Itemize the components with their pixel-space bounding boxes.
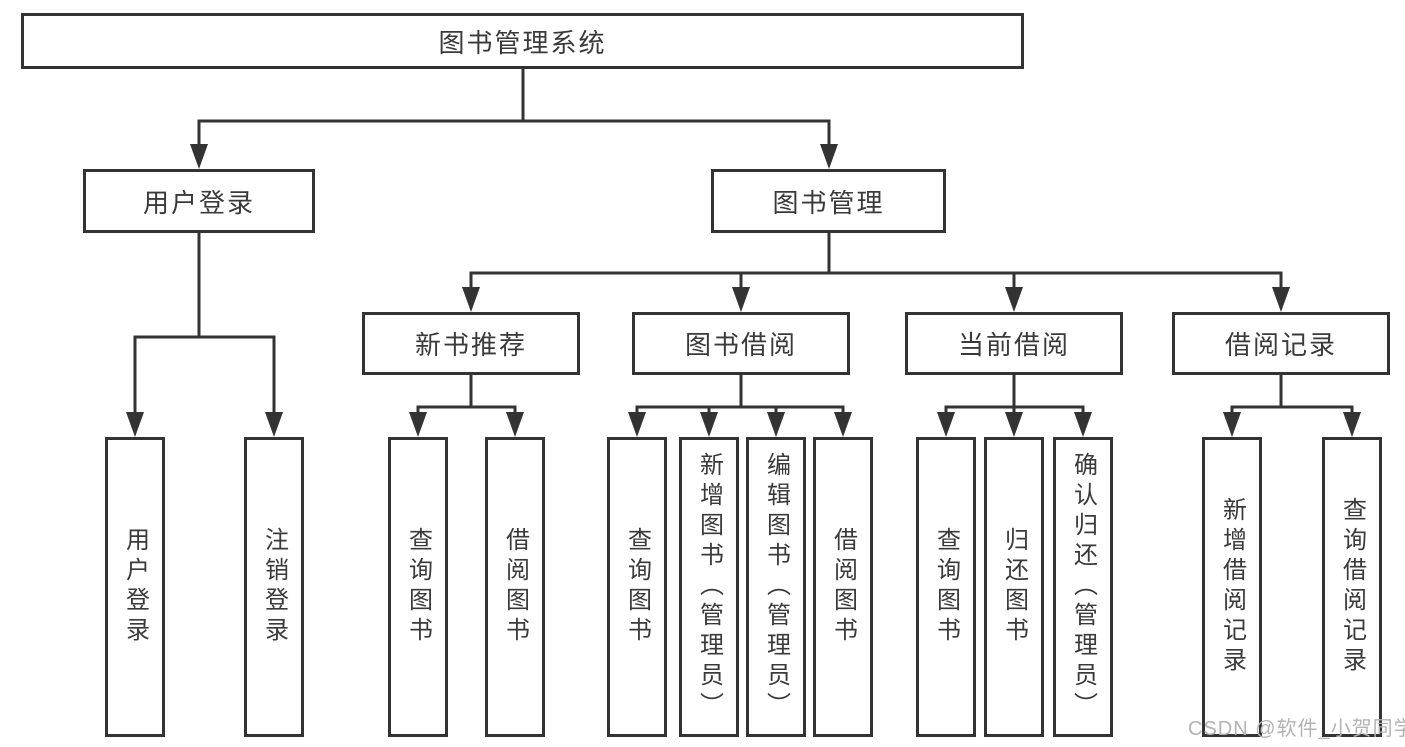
node-label: 用户登录 — [121, 527, 149, 647]
node-label: 图书管理 — [772, 187, 885, 218]
node-borrow-book-under-borrow: 借阅图书 — [813, 437, 873, 737]
node-confirm-return-admin: 确认归还（管理员） — [1053, 437, 1113, 737]
node-query-borrow-record: 查询借阅记录 — [1322, 437, 1382, 737]
node-user-login-leaf: 用户登录 — [105, 437, 165, 737]
csdn-watermark: CSDN @软件_小贺同学 — [1188, 718, 1405, 740]
node-label: 注销登录 — [260, 527, 288, 647]
node-label: 图书借阅 — [684, 330, 797, 360]
node-book-borrow: 图书借阅 — [632, 312, 850, 375]
node-label: 借阅图书 — [829, 527, 857, 647]
node-label: 新增借阅记录 — [1218, 497, 1246, 677]
node-query-book-under-borrow: 查询图书 — [607, 437, 667, 737]
node-label: 确认归还（管理员） — [1069, 452, 1097, 722]
node-label: 借阅图书 — [501, 527, 529, 647]
node-new-book-recommend: 新书推荐 — [362, 312, 580, 375]
node-label: 新增图书（管理员） — [695, 452, 723, 722]
node-edit-book-admin: 编辑图书（管理员） — [746, 437, 806, 737]
node-return-book: 归还图书 — [984, 437, 1044, 737]
node-label: 新书推荐 — [414, 330, 527, 360]
node-root: 图书管理系统 — [21, 13, 1024, 69]
node-label: 借阅记录 — [1224, 330, 1337, 360]
node-current-borrow: 当前借阅 — [905, 312, 1123, 375]
node-label: 查询借阅记录 — [1338, 497, 1366, 677]
node-label: 图书管理系统 — [438, 27, 607, 58]
node-add-borrow-record: 新增借阅记录 — [1202, 437, 1262, 737]
node-user-login: 用户登录 — [83, 169, 315, 233]
node-label: 编辑图书（管理员） — [762, 452, 790, 722]
node-add-book-admin: 新增图书（管理员） — [679, 437, 739, 737]
node-borrow-records: 借阅记录 — [1172, 312, 1390, 375]
node-borrow-book-under-recommend: 借阅图书 — [485, 437, 545, 737]
node-label: 当前借阅 — [957, 330, 1070, 360]
node-label: 查询图书 — [623, 527, 651, 647]
node-query-book-under-recommend: 查询图书 — [388, 437, 448, 737]
node-label: 用户登录 — [142, 187, 255, 218]
node-logout-leaf: 注销登录 — [244, 437, 304, 737]
node-label: 查询图书 — [932, 527, 960, 647]
node-label: 归还图书 — [1000, 527, 1028, 647]
node-book-management: 图书管理 — [711, 169, 946, 233]
node-label: 查询图书 — [404, 527, 432, 647]
node-query-book-under-current: 查询图书 — [916, 437, 976, 737]
